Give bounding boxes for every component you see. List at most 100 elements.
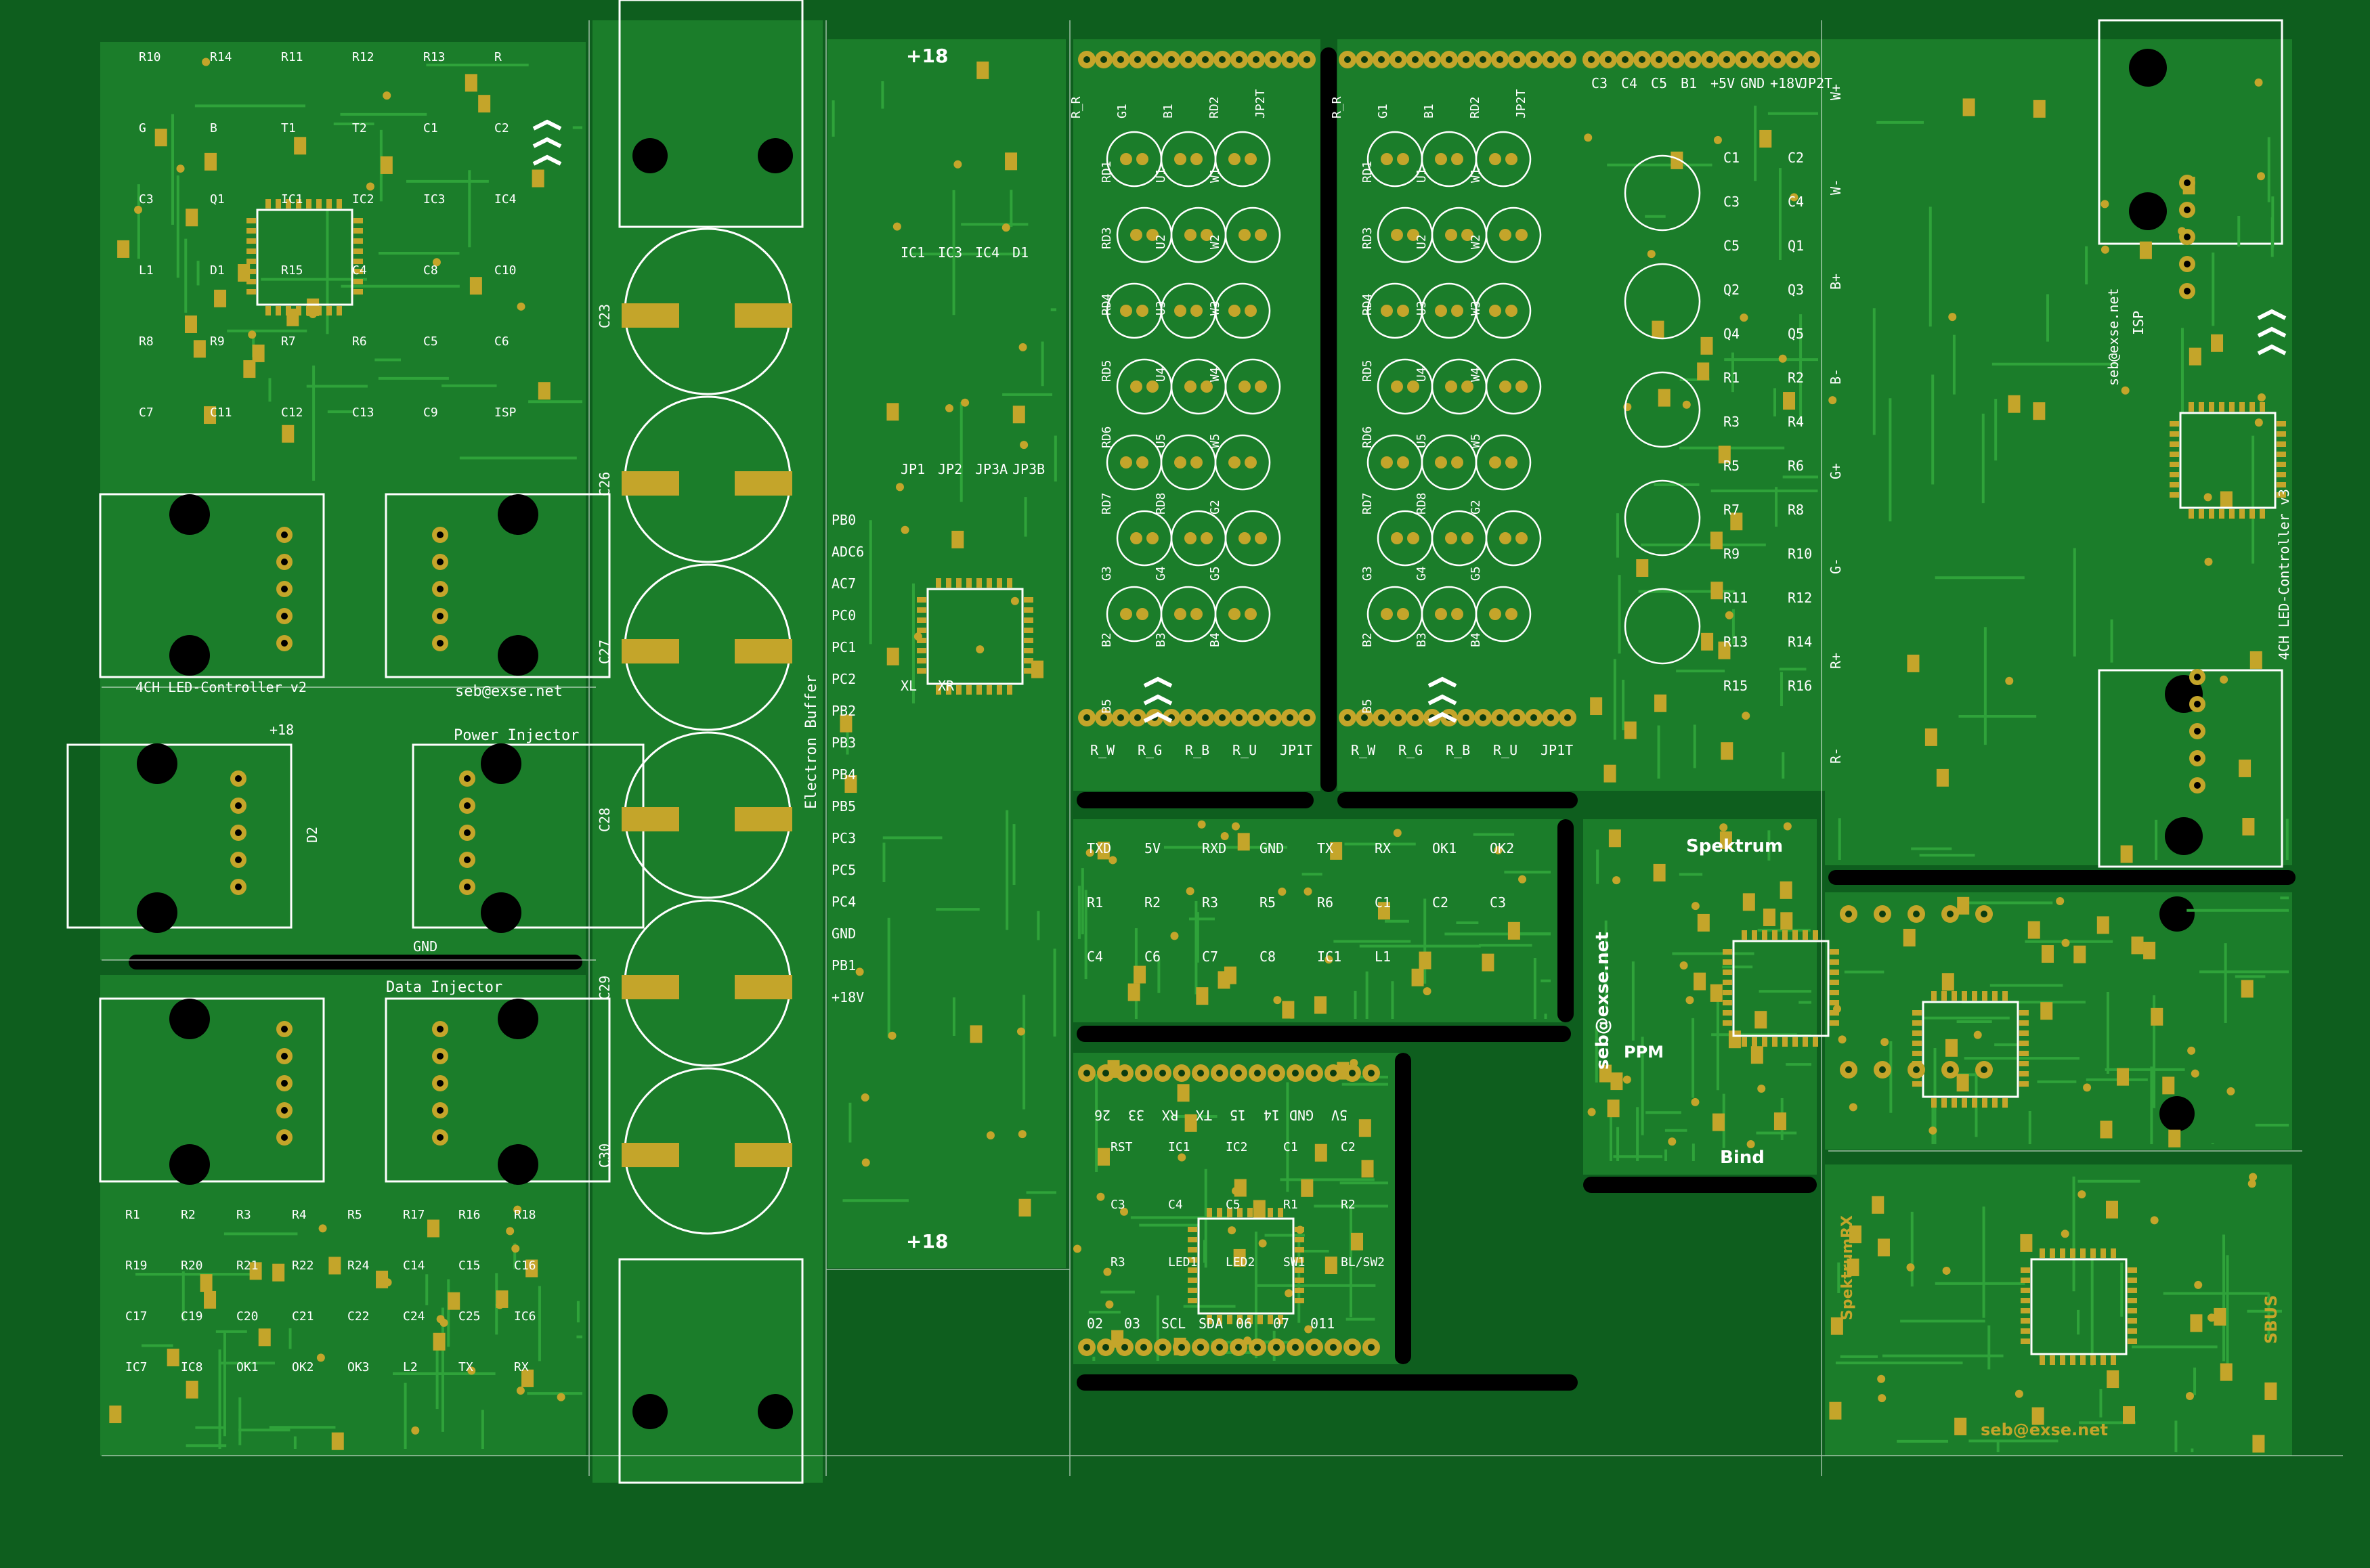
drill xyxy=(1349,1344,1356,1351)
usb-serial-label: R3 xyxy=(1202,894,1218,911)
smd-pad xyxy=(1314,996,1327,1014)
drill xyxy=(1100,714,1107,721)
via xyxy=(496,1301,504,1309)
led-pad xyxy=(1184,532,1197,544)
ic-pin xyxy=(2050,1355,2055,1365)
led-pad xyxy=(1445,229,1457,241)
component-label: R11 xyxy=(281,50,303,64)
drill xyxy=(1845,911,1852,917)
hole xyxy=(758,1394,793,1429)
smd-pad xyxy=(1718,641,1731,659)
component-label: OK3 xyxy=(347,1360,370,1374)
ic-pin xyxy=(1972,991,1977,1001)
component-label: OK2 xyxy=(292,1360,314,1374)
smd-pad xyxy=(258,1328,271,1347)
cap-outline xyxy=(1624,479,1701,557)
component-label: R15 xyxy=(281,263,303,278)
arduino-part-label: SW1 xyxy=(1283,1255,1306,1269)
led-pad xyxy=(1451,456,1463,469)
smd-pad xyxy=(109,1406,122,1424)
ic-pin xyxy=(1295,1278,1304,1283)
led-part-label: U4 xyxy=(1415,367,1429,382)
hole xyxy=(498,1144,538,1185)
ic-outline xyxy=(2030,1258,2128,1355)
ic-pin xyxy=(296,199,301,209)
driver-part-label: R1 xyxy=(1723,370,1740,386)
drill xyxy=(281,586,288,592)
drill xyxy=(235,884,242,890)
logo-chevrons-icon xyxy=(1143,676,1173,723)
ic-pin xyxy=(1792,1037,1798,1047)
led-pad xyxy=(1255,380,1267,393)
component-label: R xyxy=(494,50,502,64)
smd-pad xyxy=(1636,559,1649,578)
ic-pin xyxy=(1772,1037,1778,1047)
led-pad xyxy=(1461,229,1473,241)
ic-pin xyxy=(1295,1237,1304,1242)
drill xyxy=(1564,714,1571,721)
drill xyxy=(2194,755,2201,762)
usb-serial-label: R6 xyxy=(1317,894,1333,911)
arduino-top-label: TX xyxy=(1196,1107,1212,1123)
ic-pin xyxy=(1782,930,1788,940)
smd-pad xyxy=(1653,863,1666,881)
via xyxy=(2207,1313,2216,1322)
smd-pad xyxy=(886,403,899,421)
hole xyxy=(169,635,210,676)
cap-outline xyxy=(1624,263,1701,340)
buffer-cap-label: C23 xyxy=(597,304,613,328)
driver-part-label: C2 xyxy=(1788,150,1804,166)
buffer-cap-pad xyxy=(735,975,792,999)
arduino-bottom-label: 07 xyxy=(1273,1315,1289,1332)
smd-pad xyxy=(1603,764,1616,783)
via xyxy=(895,483,904,492)
via xyxy=(1929,1126,1937,1135)
led-part-label: B5 xyxy=(1360,699,1375,714)
drill xyxy=(1254,1070,1261,1076)
ic-pin xyxy=(1830,1020,1839,1026)
via xyxy=(2226,1087,2235,1095)
ic-pin xyxy=(276,306,281,315)
ic-pin xyxy=(326,306,332,315)
led-part-label: U4 xyxy=(1154,367,1168,382)
ic-pin xyxy=(946,578,951,588)
drill xyxy=(1496,714,1503,721)
ic-pin xyxy=(2080,1248,2086,1258)
ic-pin xyxy=(1762,930,1767,940)
center-pin-label: PB4 xyxy=(832,766,856,783)
ic-pin xyxy=(2170,482,2179,487)
ic-pin xyxy=(917,607,926,613)
smd-pad xyxy=(243,360,256,378)
component-label: R16 xyxy=(458,1208,481,1222)
led-part-label: G2 xyxy=(1469,500,1483,515)
smd-pad xyxy=(2073,945,2086,963)
center-pin-label: PC3 xyxy=(832,830,856,846)
ic-outline xyxy=(1732,940,1830,1037)
ic-pin xyxy=(2209,402,2214,412)
component-label: R6 xyxy=(352,334,367,349)
ic-pin xyxy=(2199,402,2204,412)
drill xyxy=(1706,56,1713,63)
driver-part-label: R4 xyxy=(1788,414,1804,430)
rail-label: G- xyxy=(1828,558,1844,574)
spektrum-rx-sbus: SBUS xyxy=(2262,1295,2281,1344)
led-part-label: G3 xyxy=(1360,566,1375,581)
led-pad xyxy=(1130,229,1142,241)
smd-pad xyxy=(525,1259,538,1278)
ic-pin xyxy=(2128,1278,2137,1283)
driver-part-label: Q2 xyxy=(1723,282,1740,298)
via xyxy=(1304,887,1312,896)
via xyxy=(511,1244,520,1253)
smd-pad xyxy=(2033,100,2046,118)
ic-pin xyxy=(1024,648,1033,653)
led-part-label: W5 xyxy=(1469,433,1483,448)
component-label: B xyxy=(210,121,217,135)
buffer-cap-label: C26 xyxy=(597,472,613,496)
ic-pin xyxy=(1024,597,1033,603)
rj-connector-outline xyxy=(385,493,611,678)
buffer-cap-pad xyxy=(735,471,792,496)
component-label: C1 xyxy=(423,121,438,135)
via xyxy=(1170,932,1179,940)
hole xyxy=(169,1144,210,1185)
led-pad xyxy=(1489,456,1501,469)
